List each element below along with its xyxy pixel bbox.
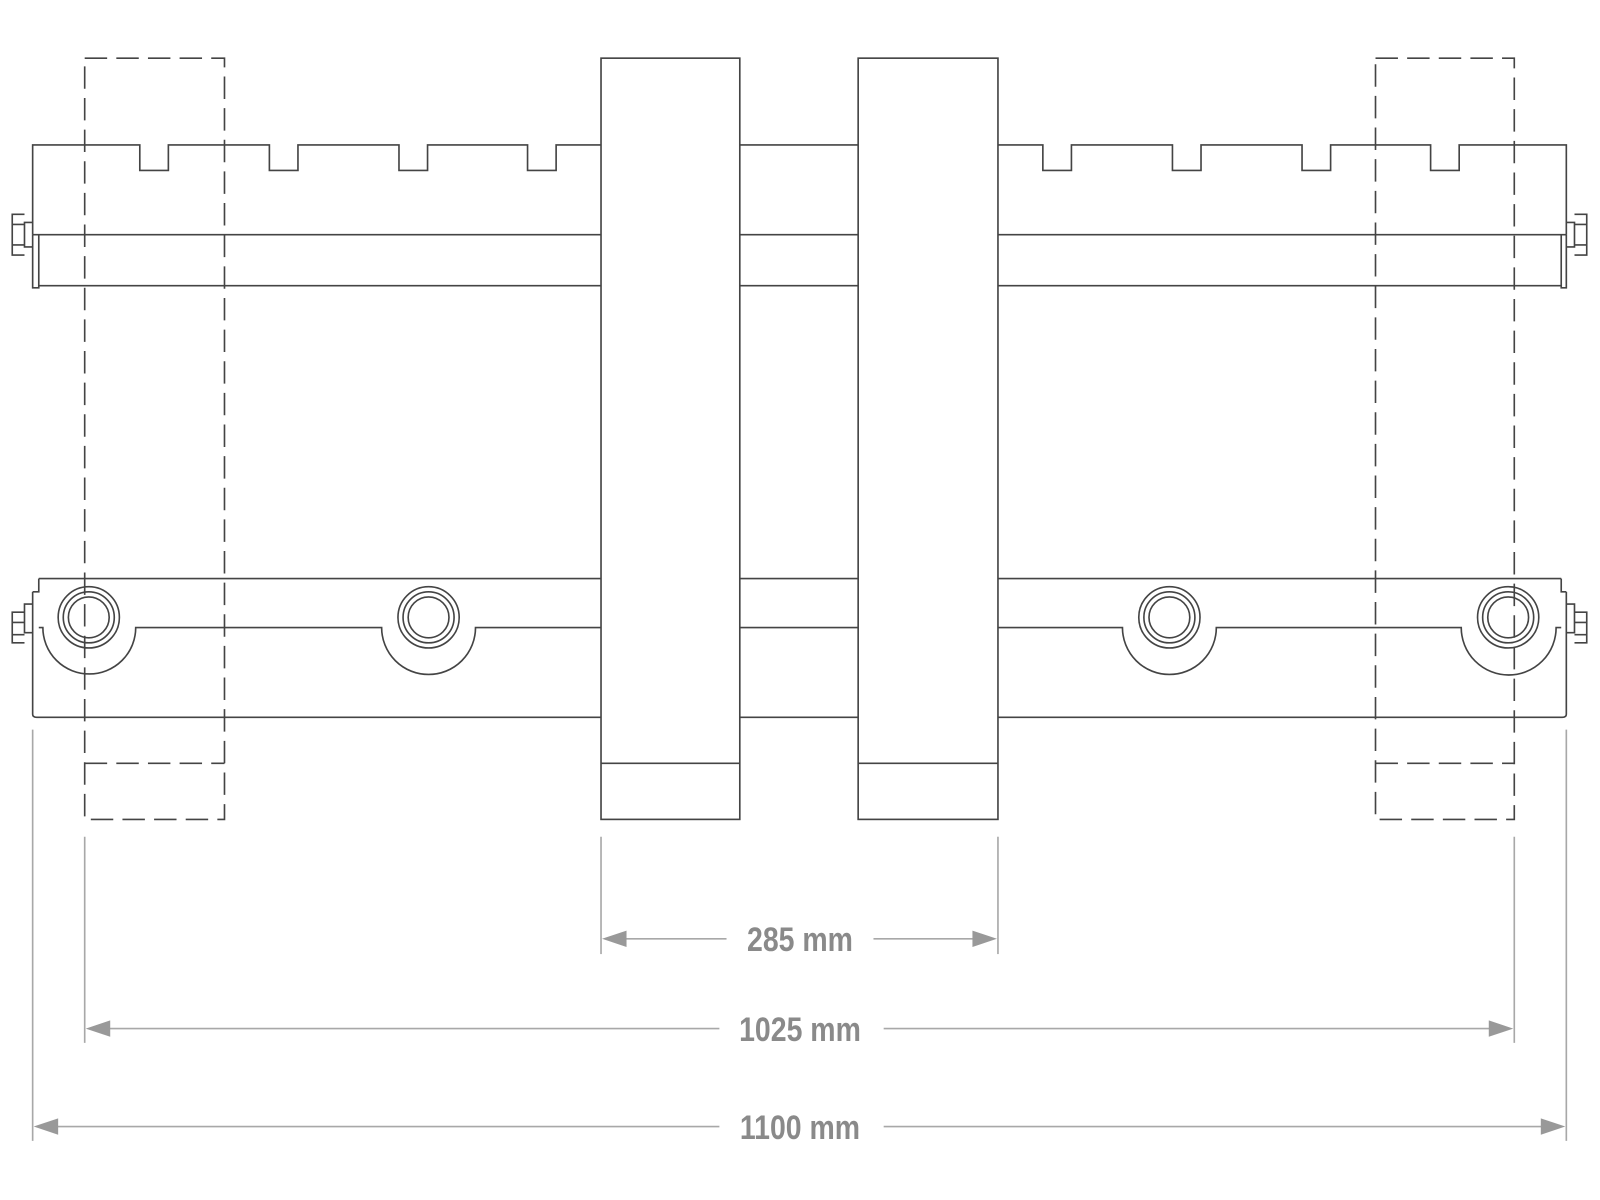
- arrow-right-icon: [1540, 1118, 1566, 1135]
- bolt-icon: [11, 603, 33, 644]
- top-rail: [11, 144, 1588, 289]
- pipe-fitting-icon: [1476, 585, 1540, 649]
- dimension-1100: 1100 mm: [31, 729, 1568, 1146]
- bolt-icon: [11, 213, 33, 256]
- pipe-fitting-icon: [397, 585, 460, 649]
- outer-upright-right-hidden: [1374, 57, 1516, 821]
- inner-upright-right: [857, 57, 999, 821]
- dimension-label: 1100 mm: [740, 1107, 860, 1146]
- pipe-fitting-icon: [57, 585, 121, 649]
- bolt-icon: [1566, 603, 1588, 644]
- outer-upright-left-hidden: [83, 57, 226, 821]
- arrow-left-icon: [85, 1020, 111, 1037]
- dimension-label: 285 mm: [747, 919, 853, 958]
- dimension-285: 285 mm: [600, 836, 999, 959]
- bottom-rail: [11, 577, 1588, 719]
- dimension-1025: 1025 mm: [83, 836, 1516, 1048]
- bolt-icon: [1566, 213, 1588, 256]
- arrow-left-icon: [602, 930, 627, 947]
- dimension-label: 1025 mm: [739, 1009, 861, 1048]
- arrow-right-icon: [1488, 1020, 1514, 1037]
- arrow-right-icon: [972, 930, 997, 947]
- inner-upright-left: [600, 57, 741, 821]
- pipe-fitting-icon: [1137, 585, 1201, 649]
- arrow-left-icon: [33, 1118, 59, 1135]
